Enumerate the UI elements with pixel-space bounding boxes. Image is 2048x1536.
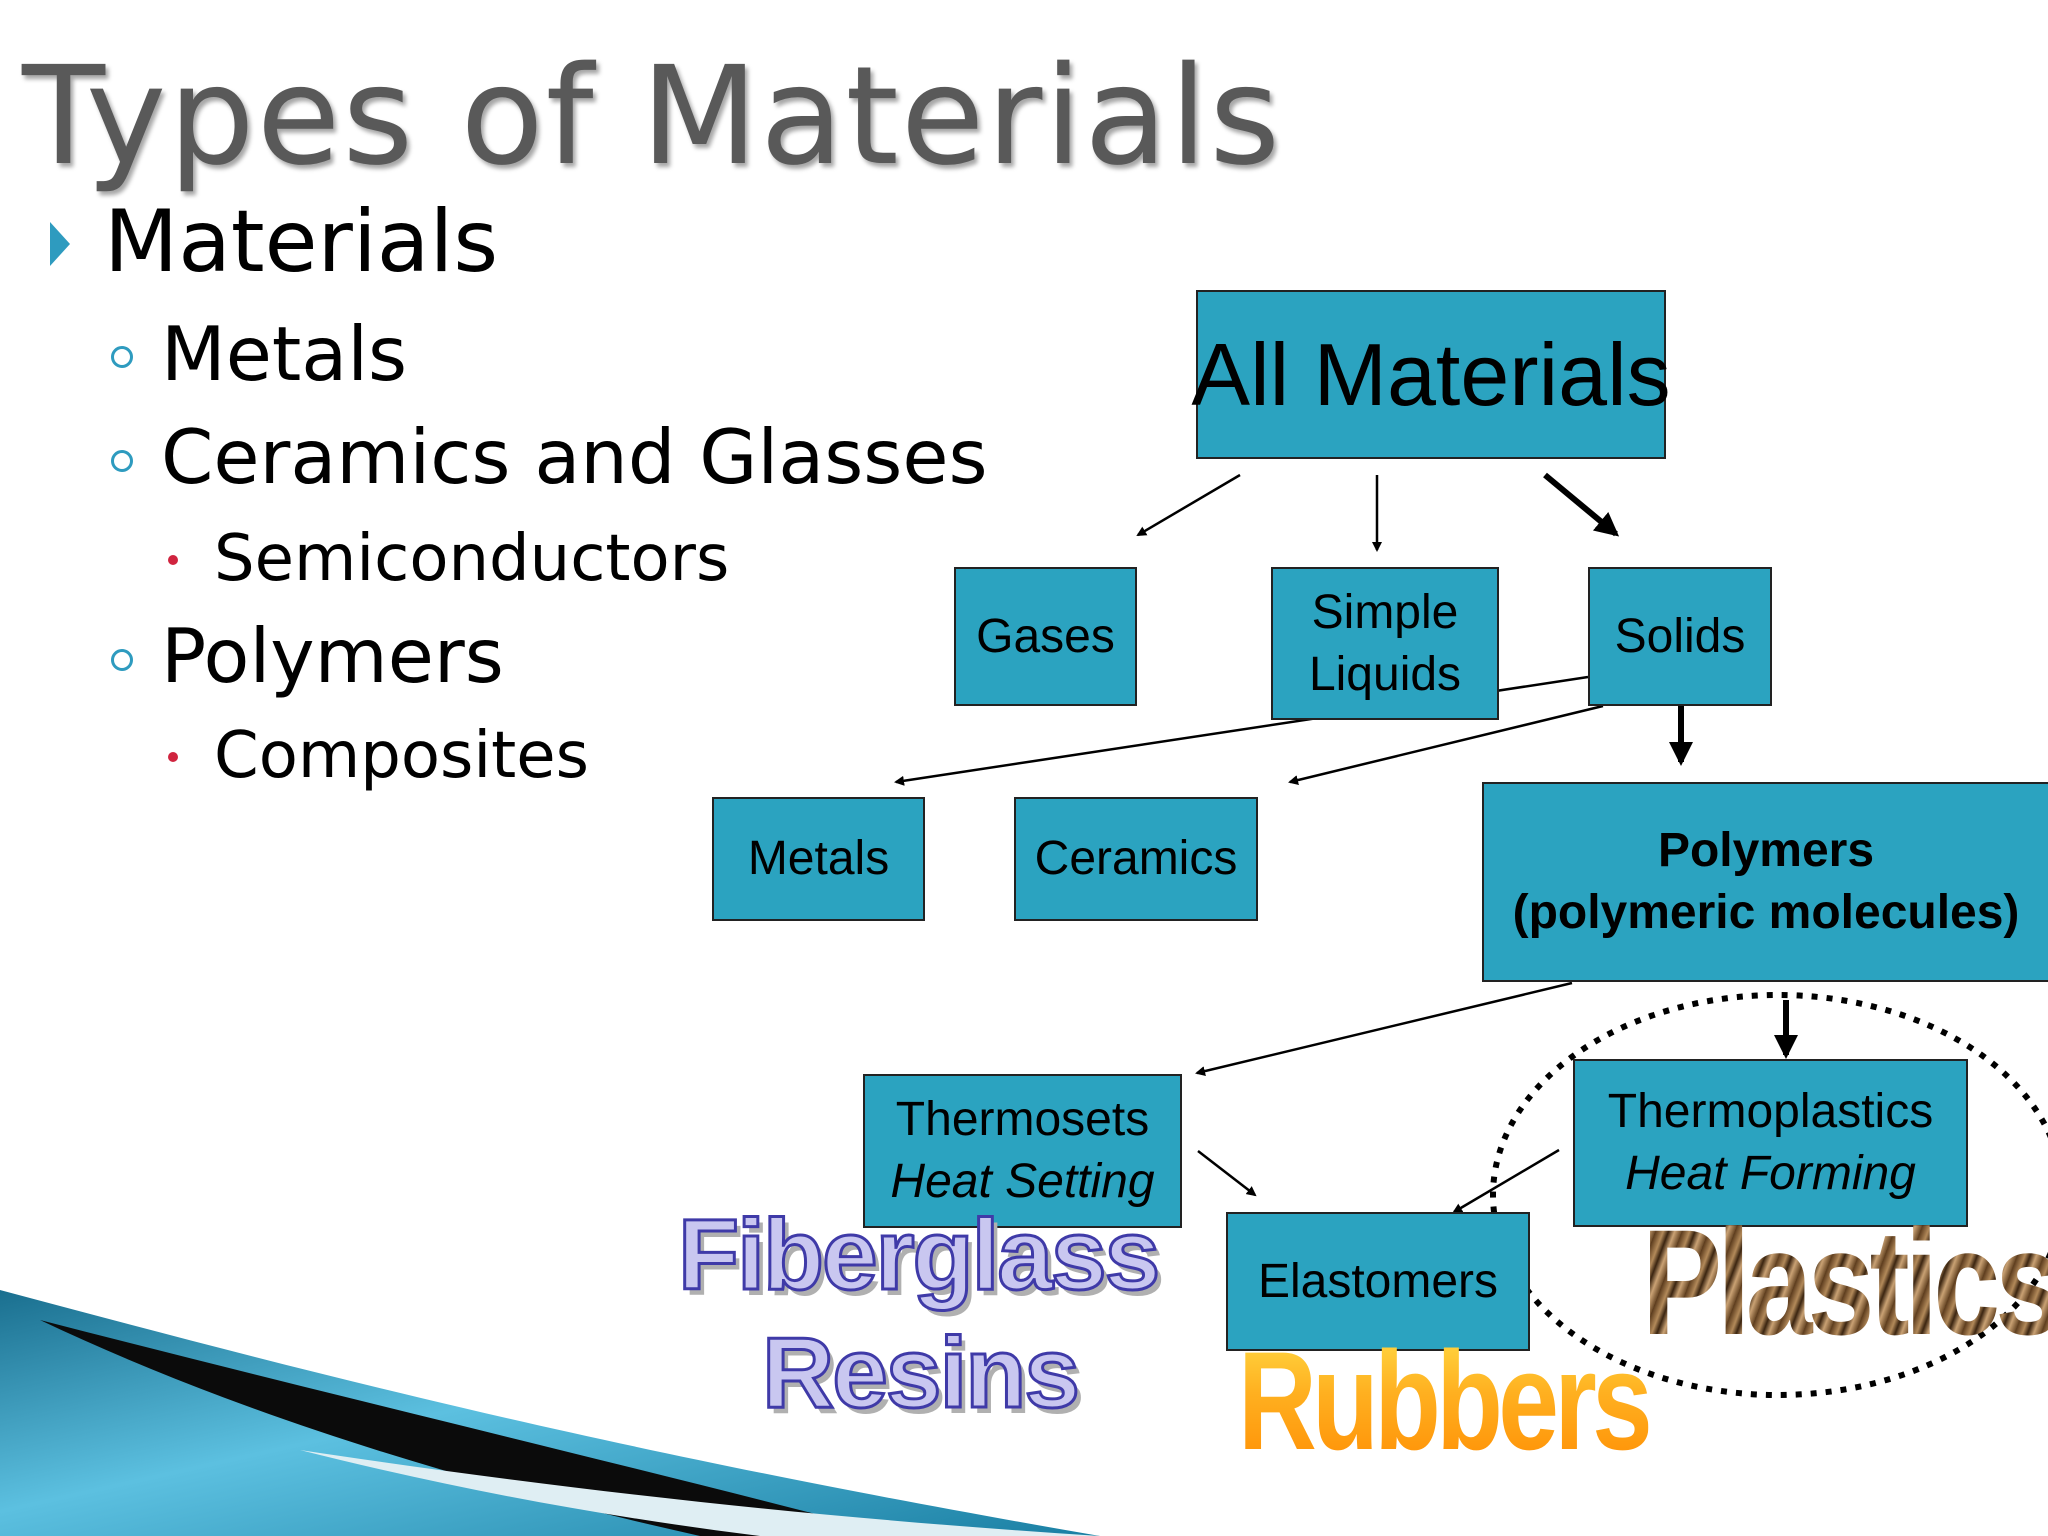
bullet-arrow-icon [50,222,70,266]
box-polymers: Polymers (polymeric molecules) [1482,782,2048,982]
box-ceramics-label: Ceramics [1034,832,1238,885]
arrow-thermosets-to-elastomers [1197,1150,1257,1197]
box-all-materials: All Materials [1191,290,1671,459]
box-polymers-line1: Polymers [1657,824,1875,877]
bullet-circle-icon [111,346,133,368]
bullet-metals: Metals [161,310,408,398]
box-simple-liquids-line2: Liquids [1308,647,1462,701]
box-gases-label: Gases [976,609,1115,663]
wordart-plastics: Plastics [1642,1196,2048,1369]
box-elastomers: Elastomers [1226,1212,1530,1351]
box-thermosets-line2: Heat Setting [890,1155,1155,1208]
bullet-materials: Materials [104,192,499,292]
bullet-dot-icon [168,555,178,565]
bullet-composites: Composites [214,719,589,793]
slide-title: Types of Materials [22,38,1283,196]
box-ceramics: Ceramics [1014,797,1258,921]
decorative-swoosh [0,1290,1100,1536]
arrow-thermoplastics-to-elastomers [1452,1148,1560,1214]
arrow-all-to-solids [1543,472,1620,537]
box-metals-label: Metals [747,832,890,885]
bullet-circle-icon [111,450,133,472]
box-elastomers-label: Elastomers [1257,1254,1499,1308]
box-solids: Solids [1588,567,1772,706]
box-gases: Gases [954,567,1137,706]
box-thermosets-line1: Thermosets [895,1093,1150,1146]
wordart-rubbers: Rubbers [1238,1320,1653,1482]
wordart-resins: Resins [761,1316,1082,1431]
bullet-circle-icon [111,649,133,671]
bullet-ceramics-glasses: Ceramics and Glasses [161,413,988,501]
box-all-materials-label: All Materials [1191,324,1671,424]
wordart-fiberglass: Fiberglass [676,1198,1161,1313]
box-metals: Metals [712,797,925,921]
box-simple-liquids-line1: Simple [1311,585,1459,639]
box-thermoplastics-line2: Heat Forming [1625,1147,1916,1200]
bullet-dot-icon [168,752,178,762]
arrow-all-to-gases [1136,473,1241,537]
bullet-semiconductors: Semiconductors [214,522,730,596]
box-thermosets: Thermosets Heat Setting [863,1074,1182,1228]
box-solids-label: Solids [1614,609,1746,663]
box-simple-liquids: Simple Liquids [1271,567,1499,720]
arrow-polymers-to-thermosets [1195,981,1573,1076]
arrow-solids-to-ceramics [1288,704,1604,785]
box-polymers-line2: (polymeric molecules) [1512,886,2020,939]
box-thermoplastics: Thermoplastics Heat Forming [1573,1059,1968,1227]
box-thermoplastics-line1: Thermoplastics [1607,1085,1934,1138]
thermoplastics-highlight-ellipse [1490,992,2048,1398]
bullet-polymers: Polymers [161,612,504,700]
